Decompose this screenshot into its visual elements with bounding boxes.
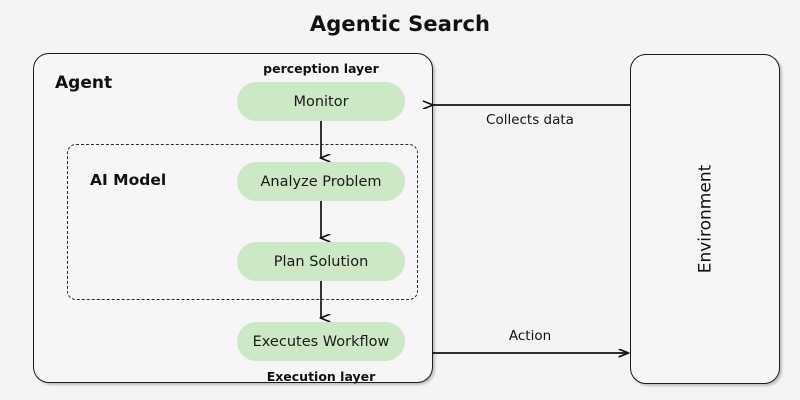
node-executes-workflow-label: Executes Workflow bbox=[252, 333, 390, 350]
execution-layer-label: Execution layer bbox=[266, 369, 376, 384]
perception-layer-label: perception layer bbox=[263, 61, 379, 76]
node-monitor[interactable]: Monitor bbox=[237, 82, 405, 121]
edge-label-action: Action bbox=[508, 328, 552, 344]
node-monitor-label: Monitor bbox=[293, 93, 349, 110]
edge-label-collects-data: Collects data bbox=[486, 112, 574, 128]
node-analyze-problem-label: Analyze Problem bbox=[260, 173, 382, 190]
node-plan-solution[interactable]: Plan Solution bbox=[237, 242, 405, 281]
ai-model-container-label: AI Model bbox=[90, 171, 167, 189]
ai-model-container bbox=[67, 144, 418, 300]
environment-container bbox=[630, 54, 780, 384]
agent-container-label: Agent bbox=[55, 73, 113, 93]
node-executes-workflow[interactable]: Executes Workflow bbox=[237, 322, 405, 361]
environment-label-text: Environment bbox=[695, 164, 715, 274]
node-plan-solution-label: Plan Solution bbox=[273, 253, 369, 270]
page-title: Agentic Search bbox=[309, 12, 491, 36]
node-analyze-problem[interactable]: Analyze Problem bbox=[237, 162, 405, 201]
environment-container-label: Environment bbox=[630, 54, 780, 384]
